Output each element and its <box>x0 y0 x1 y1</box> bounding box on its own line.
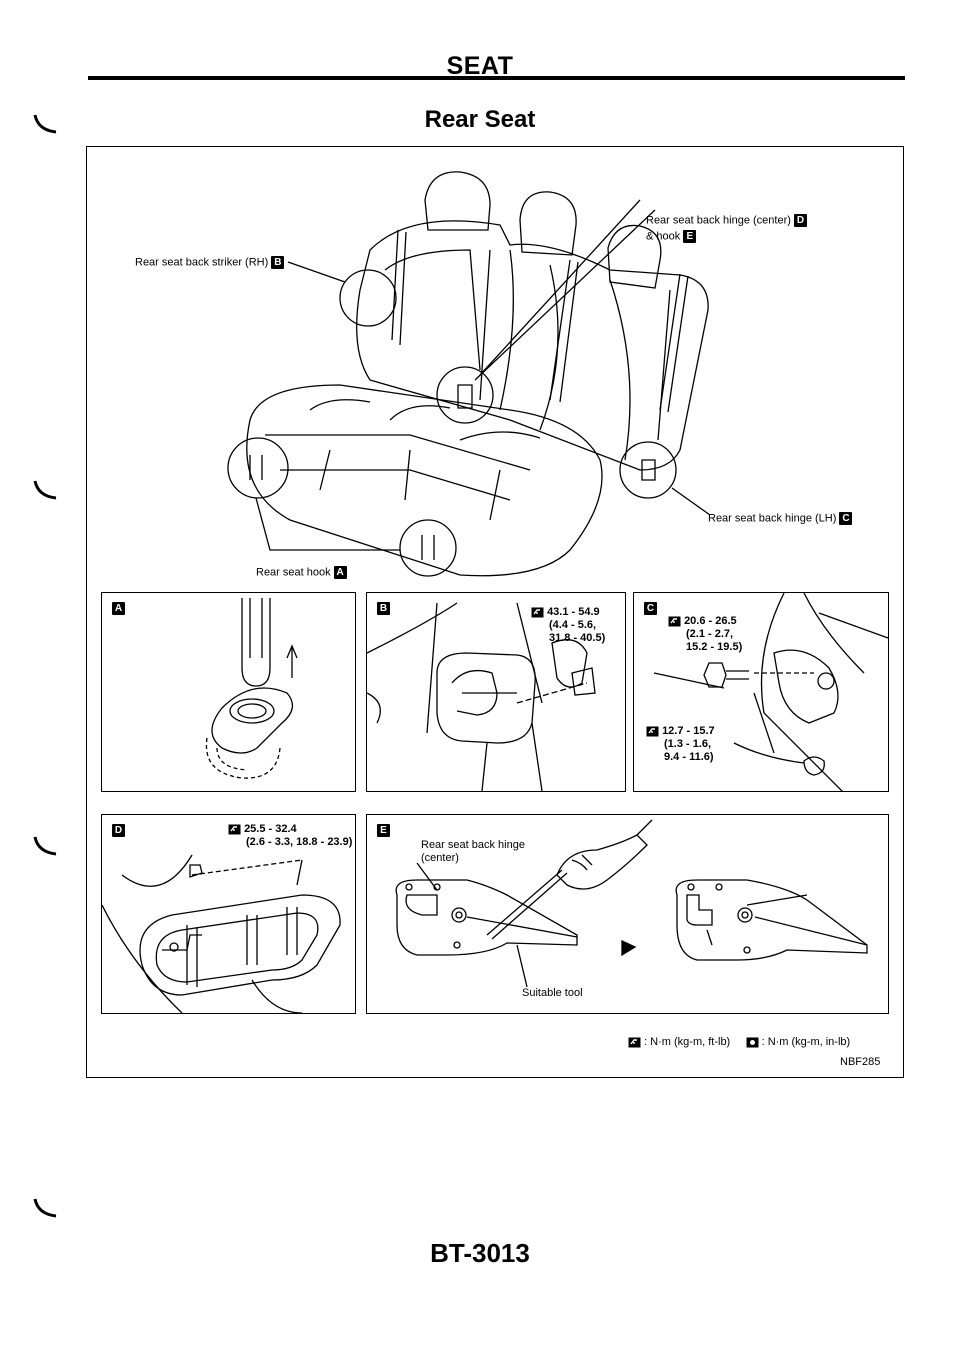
callout-hinge-center: Rear seat back hinge (center) D <box>646 214 807 227</box>
callout-hook: & hook E <box>646 230 697 243</box>
page-number: BT-3013 <box>430 1238 530 1268</box>
callout-seat-hook: Rear seat hook A <box>256 566 347 579</box>
callout-text: & hook <box>646 230 681 243</box>
callout-striker-rh: Rear seat back striker (RH) B <box>135 256 285 269</box>
hinge-label-e: Rear seat back hinge (center) <box>421 839 525 865</box>
label-line: (center) <box>421 852 459 864</box>
header-rule <box>88 76 905 80</box>
callout-hinge-lh: Rear seat back hinge (LH) C <box>708 512 853 525</box>
tool-label-e: Suitable tool <box>522 987 583 999</box>
callout-text: Rear seat back hinge (center) <box>646 214 791 227</box>
torque-line: (4.4 - 5.6, <box>549 619 597 631</box>
torque-line: 12.7 - 15.7 <box>662 725 715 737</box>
torque-wrench-icon <box>531 607 544 618</box>
hinge-center-detail <box>102 854 341 1013</box>
panel-badge-b: B <box>377 602 390 615</box>
rear-seat-illustration <box>227 171 711 577</box>
panel-badge-a: A <box>112 602 125 615</box>
badge-a: A <box>333 566 347 579</box>
torque-line: (2.6 - 3.3, 18.8 - 23.9) <box>246 836 353 848</box>
torque-line: 43.1 - 54.9 <box>547 606 600 618</box>
striker-detail <box>367 602 596 791</box>
legend-inlb: : N·m (kg-m, in-lb) <box>761 1036 851 1048</box>
seat-hook-detail <box>205 598 298 779</box>
figure-code: NBF285 <box>840 1056 881 1068</box>
panel-badge-e: E <box>377 824 390 837</box>
badge-d: D <box>793 214 807 227</box>
torque-line: 9.4 - 11.6) <box>664 751 714 763</box>
label-line: Rear seat back hinge <box>421 839 525 851</box>
torque-line: (2.1 - 2.7, <box>686 628 734 640</box>
torque-spec-d: 25.5 - 32.4 (2.6 - 3.3, 18.8 - 23.9) <box>228 823 352 849</box>
margin-mark-1 <box>33 114 57 134</box>
section-title: SEAT <box>446 52 514 80</box>
badge-c: C <box>839 512 853 525</box>
detail-panel-e: E Rear seat back hinge (center) Suitable… <box>366 814 889 1014</box>
torque-line: 20.6 - 26.5 <box>684 615 737 627</box>
callout-text: Rear seat back striker (RH) <box>135 256 269 269</box>
torque-wrench-icon <box>646 726 659 737</box>
margin-mark-4 <box>33 1198 57 1218</box>
badge-e: E <box>683 230 697 243</box>
detail-panel-b: B 43.1 - 54.9 (4.4 - 5.6, 31.8 - 40.5) <box>366 592 626 792</box>
torque-legend: : N·m (kg-m, ft-lb) : N·m (kg-m, in-lb) <box>628 1036 850 1048</box>
hinge-lh-detail <box>653 593 888 791</box>
figure-frame <box>86 146 904 1078</box>
torque-spec-b: 43.1 - 54.9 (4.4 - 5.6, 31.8 - 40.5) <box>531 606 605 645</box>
torque-line: 31.8 - 40.5) <box>549 632 606 644</box>
badge-b: B <box>271 256 285 269</box>
detail-panel-a: A <box>101 592 356 792</box>
panel-badge-d: D <box>112 824 125 837</box>
torque-wrench-icon <box>668 616 681 627</box>
page-title: Rear Seat <box>424 106 536 133</box>
panel-badge-c: C <box>644 602 657 615</box>
margin-mark-3 <box>33 836 57 856</box>
torque-spec-c1: 20.6 - 26.5 (2.1 - 2.7, 15.2 - 19.5) <box>668 615 742 654</box>
margin-mark-2 <box>33 480 57 500</box>
detail-panel-c: C 20.6 - 26.5 (2.1 - 2.7, 15.2 - 19.5) 1… <box>633 592 889 792</box>
legend-ftlb: : N·m (kg-m, ft-lb) <box>644 1036 731 1048</box>
hook-removal-detail <box>395 819 868 988</box>
torque-line: 15.2 - 19.5) <box>686 641 743 653</box>
torque-wrench-icon <box>628 1037 641 1048</box>
callout-text: Rear seat back hinge (LH) <box>708 512 837 525</box>
torque-spec-c2: 12.7 - 15.7 (1.3 - 1.6, 9.4 - 11.6) <box>646 725 715 764</box>
torque-wrench-icon <box>228 824 241 835</box>
torque-wrench-small-icon <box>746 1037 759 1048</box>
callout-text: Rear seat hook <box>256 566 331 579</box>
torque-line: 25.5 - 32.4 <box>244 823 297 835</box>
torque-line: (1.3 - 1.6, <box>664 738 712 750</box>
detail-panel-d: D 25.5 - 32.4 (2.6 - 3.3, 18.8 - 23.9) <box>101 814 356 1014</box>
